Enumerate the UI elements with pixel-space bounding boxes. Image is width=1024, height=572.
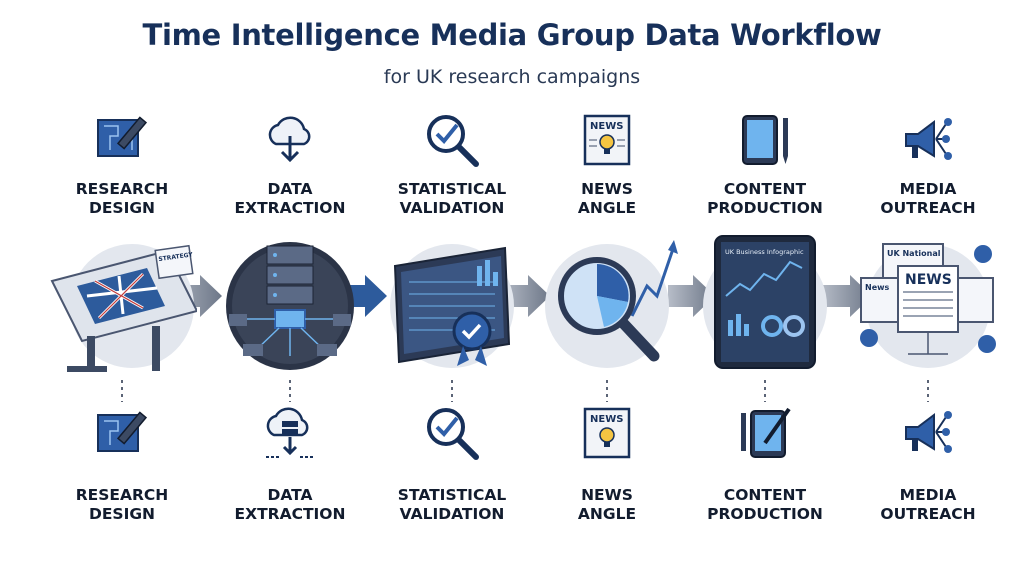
connector-dots: [121, 380, 123, 402]
arrow-segment-5: [820, 275, 872, 317]
megaphone-network-icon: [905, 118, 952, 160]
news-headline-text: NEWS: [905, 272, 952, 288]
server-stack-illustration: [226, 242, 354, 370]
cloud-download-icon: [268, 116, 311, 163]
news-small-text: News: [865, 283, 890, 292]
infographic-title: UK Business Infographic: [725, 248, 804, 256]
connector-dots: [289, 380, 291, 402]
blueprint-pencil-icon: [97, 411, 148, 452]
tablet-pen-icon: [742, 115, 788, 165]
cloud-server-icon: [266, 407, 314, 458]
page-subtitle: for UK research campaigns: [383, 66, 641, 88]
tablet-pen-icon: [741, 407, 791, 458]
magnifier-chart-illustration: [545, 240, 678, 368]
news-icon-text: NEWS: [590, 121, 623, 132]
connector-dots: [606, 380, 608, 402]
newspaper-lightbulb-icon: NEWS: [583, 114, 631, 166]
drafting-table-illustration: STRATEGY: [50, 244, 197, 372]
magnifier-check-icon: [427, 115, 479, 167]
magnifier-check-icon: [427, 408, 479, 460]
tablet-infographic-illustration: UK Business Infographic: [703, 235, 827, 369]
page-title: Time Intelligence Media Group Data Workf…: [142, 18, 882, 52]
connector-dots: [451, 380, 453, 402]
blueprint-pencil-icon: [97, 116, 148, 157]
connector-dots: [927, 380, 929, 402]
news-icon-text: NEWS: [590, 414, 623, 425]
newspaper-lightbulb-icon: NEWS: [583, 407, 631, 459]
newspapers-links-illustration: UK National News NEWS: [860, 243, 996, 368]
uk-national-text: UK National: [887, 249, 941, 258]
megaphone-network-icon: [905, 411, 952, 453]
strategy-badge-text: STRATEGY: [158, 251, 194, 263]
connector-dots: [764, 380, 766, 402]
dashboard-validation-illustration: [390, 244, 514, 368]
